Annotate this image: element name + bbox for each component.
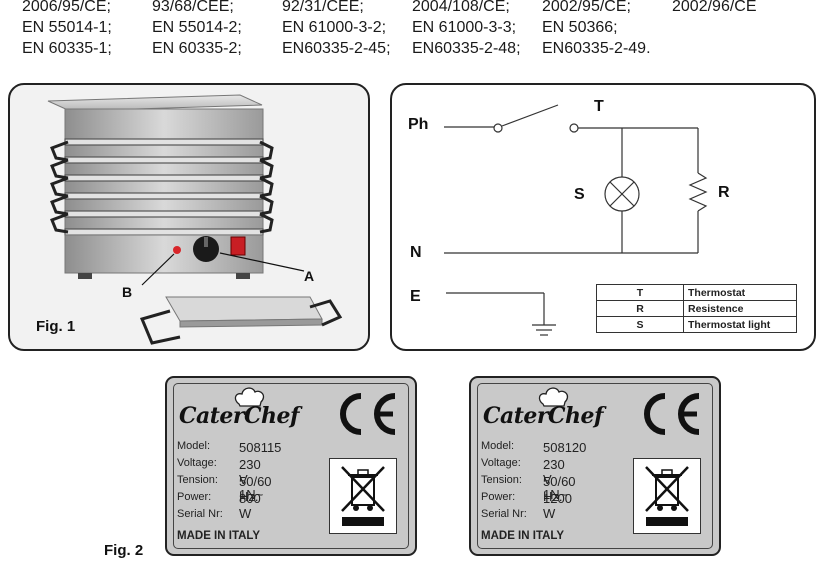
- rating-plate: CaterChef Model: 508115 Voltage: 230 V 1N~…: [165, 376, 417, 556]
- callout-b: B: [122, 284, 132, 300]
- made-in-label: MADE IN ITALY: [481, 530, 565, 542]
- serial-label: Serial Nr:: [177, 508, 223, 520]
- model-label: Model:: [481, 440, 515, 452]
- chef-hat-icon: [234, 387, 265, 407]
- standard-code: EN 50366;: [542, 19, 618, 36]
- voltage-value: 230 V 1N~: [239, 457, 264, 502]
- tension-label: Tension:: [177, 474, 218, 486]
- power-value: 1200 W: [543, 491, 572, 521]
- legend-key: S: [596, 316, 684, 333]
- serial-label: Serial Nr:: [481, 508, 527, 520]
- standards-row: EN 60335-1; EN 60335-2; EN60335-2-45; EN…: [22, 38, 802, 59]
- model-value: 508115: [239, 440, 282, 455]
- legend-key: T: [596, 284, 684, 301]
- label-ph: Ph: [408, 116, 428, 133]
- standard-code: [672, 38, 802, 59]
- standard-code: 2002/95/CE;: [542, 0, 631, 15]
- standard-code: EN 60335-1;: [22, 40, 112, 57]
- legend-row: T Thermostat: [596, 284, 797, 301]
- resistor-symbol: [688, 172, 708, 212]
- model-value: 508120: [543, 440, 587, 455]
- standards-table: 2006/95/CE; 93/68/CEE; 92/31/CEE; 2004/1…: [22, 0, 802, 59]
- standard-code: 2006/95/CE;: [22, 0, 111, 15]
- label-r: R: [718, 184, 730, 201]
- weee-symbol: [633, 458, 701, 534]
- power-value: 800 W: [239, 491, 261, 521]
- chef-hat-icon: [538, 387, 569, 407]
- standard-code: EN 61000-3-3;: [412, 19, 517, 36]
- standard-code: [672, 17, 802, 38]
- legend-row: R Resistence: [596, 300, 797, 317]
- standards-row: 2006/95/CE; 93/68/CEE; 92/31/CEE; 2004/1…: [22, 0, 802, 17]
- standard-code: 2004/108/CE;: [412, 0, 510, 15]
- standards-row: EN 55014-1; EN 55014-2; EN 61000-3-2; EN…: [22, 17, 802, 38]
- legend-value: Resistence: [683, 300, 797, 317]
- fig1-panel: A B Fig. 1: [8, 83, 370, 351]
- label-s: S: [574, 186, 585, 203]
- standard-code: EN 60335-2;: [152, 40, 242, 57]
- component-legend: T Thermostat R Resistence S Thermostat l…: [596, 284, 797, 333]
- label-t: T: [594, 98, 604, 115]
- tension-value: 50/60 Hz.: [239, 474, 272, 504]
- legend-row: S Thermostat light: [596, 316, 797, 333]
- standard-code: 92/31/CEE;: [282, 0, 364, 15]
- removable-tray: [139, 296, 343, 345]
- indicator-light: [173, 246, 181, 254]
- power-switch: [230, 236, 246, 256]
- standard-code: 2002/96/CE: [672, 0, 757, 15]
- ce-mark-icon: [644, 393, 700, 435]
- legend-key: R: [596, 300, 684, 317]
- standard-code: EN 55014-1;: [22, 19, 112, 36]
- crossed-bin-icon: [341, 466, 385, 526]
- legend-value: Thermostat: [683, 284, 797, 301]
- brand-logo: CaterChef: [179, 403, 299, 429]
- thermostat-knob: [193, 236, 219, 262]
- standard-code: EN60335-2-49.: [542, 40, 651, 57]
- ce-mark-icon: [340, 393, 396, 435]
- plate-warmer-illustration: A B: [47, 94, 343, 345]
- power-label: Power:: [481, 491, 516, 503]
- voltage-value: 230 V 1N~: [543, 457, 568, 502]
- standard-code: EN 61000-3-2;: [282, 19, 387, 36]
- label-n: N: [410, 244, 422, 261]
- fig2-caption: Fig. 2: [104, 542, 144, 559]
- fig1-caption: Fig. 1: [36, 318, 76, 335]
- standard-code: EN60335-2-45;: [282, 40, 391, 57]
- callout-a: A: [304, 268, 314, 284]
- standard-code: 93/68/CEE;: [152, 0, 234, 15]
- legend-value: Thermostat light: [683, 316, 797, 333]
- switch-contact: [501, 104, 559, 127]
- label-e: E: [410, 288, 421, 305]
- rating-plate: CaterChef Model: 508120 Voltage: 230 V 1N~…: [469, 376, 721, 556]
- crossed-bin-icon: [645, 466, 689, 526]
- voltage-label: Voltage:: [177, 457, 217, 469]
- shelf-handles: [50, 140, 274, 234]
- tension-value: 50/60 Hz.: [543, 474, 576, 504]
- brand-logo: CaterChef: [483, 403, 603, 429]
- standard-code: EN60335-2-48;: [412, 40, 521, 57]
- voltage-label: Voltage:: [481, 457, 521, 469]
- tension-label: Tension:: [481, 474, 522, 486]
- made-in-label: MADE IN ITALY: [177, 530, 261, 542]
- model-label: Model:: [177, 440, 211, 452]
- power-label: Power:: [177, 491, 212, 503]
- circuit-diagram: Ph T S R N E: [408, 98, 730, 336]
- standard-code: EN 55014-2;: [152, 19, 242, 36]
- weee-symbol: [329, 458, 397, 534]
